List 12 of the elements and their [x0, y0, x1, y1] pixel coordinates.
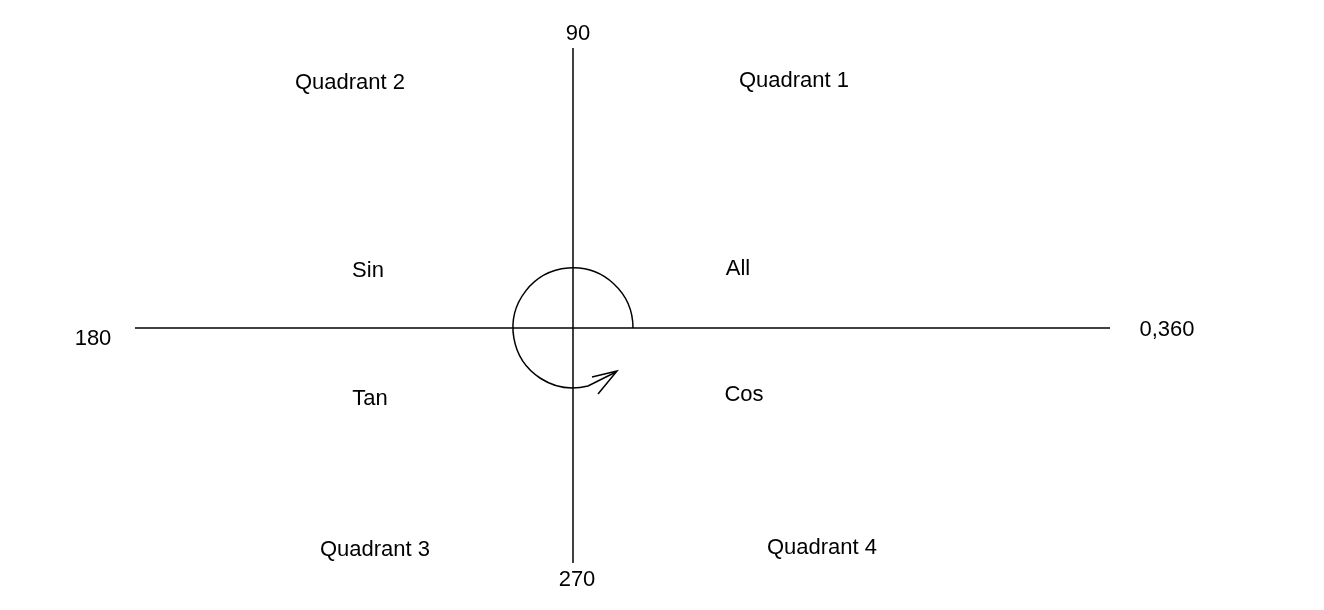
function-label: Sin — [352, 259, 384, 281]
quadrant-label: Quadrant 1 — [738, 69, 850, 91]
function-label: Tan — [352, 387, 388, 409]
axis-label: 90 — [565, 22, 591, 44]
axis-label: 270 — [558, 568, 596, 590]
quadrant-label: Quadrant 4 — [766, 536, 878, 558]
function-label: All — [725, 257, 751, 279]
axis-label: 180 — [74, 327, 112, 349]
function-label: Cos — [724, 383, 764, 405]
quadrant-label: Quadrant 3 — [319, 538, 431, 560]
axis-label: 0,360 — [1139, 318, 1195, 340]
quadrant-label: Quadrant 2 — [294, 71, 406, 93]
